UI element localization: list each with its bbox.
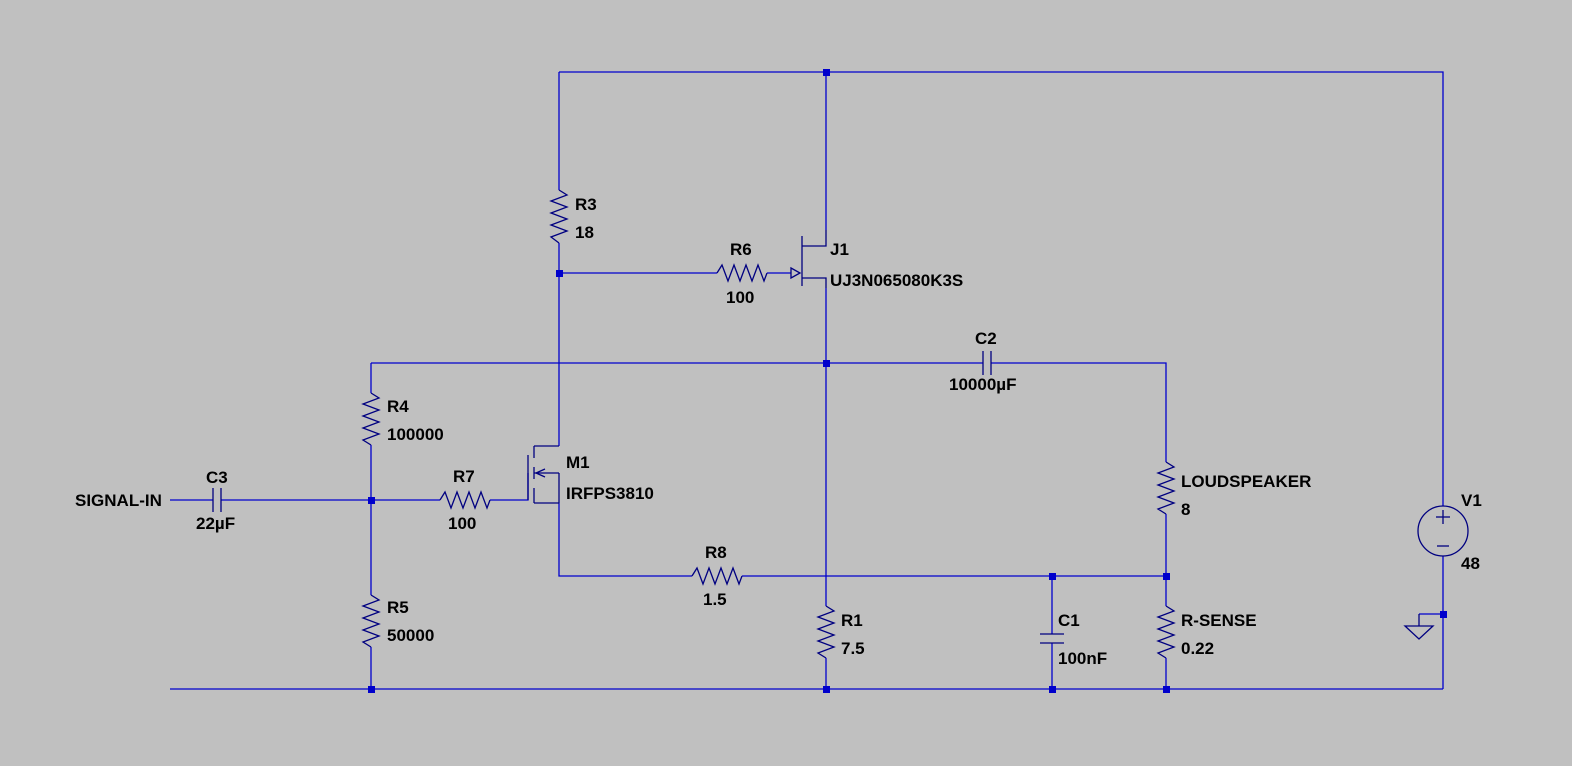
capacitor-c2[interactable] xyxy=(982,351,992,375)
label-r7-name: R7 xyxy=(453,467,475,486)
wire-m1-source xyxy=(558,503,692,577)
label-r3-name: R3 xyxy=(575,195,597,214)
label-r4-name: R4 xyxy=(387,397,409,416)
wire-top-rail xyxy=(559,71,1444,506)
resistor-r3[interactable] xyxy=(549,189,569,244)
label-j1-name: J1 xyxy=(830,240,849,259)
label-v1-name: V1 xyxy=(1461,491,1482,510)
label-r8-value: 1.5 xyxy=(703,590,727,609)
label-r4-value: 100000 xyxy=(387,425,444,444)
capacitor-c3[interactable] xyxy=(212,488,222,512)
labels: R3 18 R6 100 J1 UJ3N065080K3S C2 10000µF… xyxy=(75,195,1482,668)
resistor-r6[interactable] xyxy=(716,263,768,283)
label-loudspeaker-value: 8 xyxy=(1181,500,1190,519)
resistor-loudspeaker[interactable] xyxy=(1156,461,1176,515)
label-r6-name: R6 xyxy=(730,240,752,259)
label-m1-name: M1 xyxy=(566,453,590,472)
label-r7-value: 100 xyxy=(448,514,476,533)
label-c3-name: C3 xyxy=(206,468,228,487)
resistor-r7[interactable] xyxy=(439,490,491,510)
label-r6-value: 100 xyxy=(726,288,754,307)
label-r5-value: 50000 xyxy=(387,626,434,645)
voltage-source-v1[interactable] xyxy=(1417,505,1469,557)
junctions xyxy=(368,69,1447,693)
label-loudspeaker-name: LOUDSPEAKER xyxy=(1181,472,1311,491)
label-r1-value: 7.5 xyxy=(841,639,865,658)
label-signal-in: SIGNAL-IN xyxy=(75,491,162,510)
jfet-j1[interactable] xyxy=(790,230,827,288)
resistor-r1[interactable] xyxy=(816,605,836,659)
label-m1-value: IRFPS3810 xyxy=(566,484,654,503)
ground-icon xyxy=(1403,614,1435,640)
capacitor-c1[interactable] xyxy=(1040,633,1064,644)
label-c2-value: 10000µF xyxy=(949,375,1016,394)
resistor-r-sense[interactable] xyxy=(1156,605,1176,659)
label-j1-value: UJ3N065080K3S xyxy=(830,271,963,290)
mosfet-m1[interactable] xyxy=(527,445,560,504)
label-c1-name: C1 xyxy=(1058,611,1080,630)
wires xyxy=(170,71,1444,690)
label-v1-value: 48 xyxy=(1461,554,1480,573)
label-c1-value: 100nF xyxy=(1058,649,1107,668)
resistor-r4[interactable] xyxy=(361,392,381,446)
label-c3-value: 22µF xyxy=(196,514,235,533)
label-c2-name: C2 xyxy=(975,329,997,348)
wire-mid-rail-right xyxy=(991,362,1167,462)
label-r3-value: 18 xyxy=(575,223,594,242)
resistor-r5[interactable] xyxy=(361,594,381,648)
label-r-sense-value: 0.22 xyxy=(1181,639,1214,658)
label-r-sense-name: R-SENSE xyxy=(1181,611,1257,630)
label-r1-name: R1 xyxy=(841,611,863,630)
label-r5-name: R5 xyxy=(387,598,409,617)
wire-r7-to-m1-gate xyxy=(490,473,529,501)
resistor-r8[interactable] xyxy=(691,566,743,586)
label-r8-name: R8 xyxy=(705,543,727,562)
